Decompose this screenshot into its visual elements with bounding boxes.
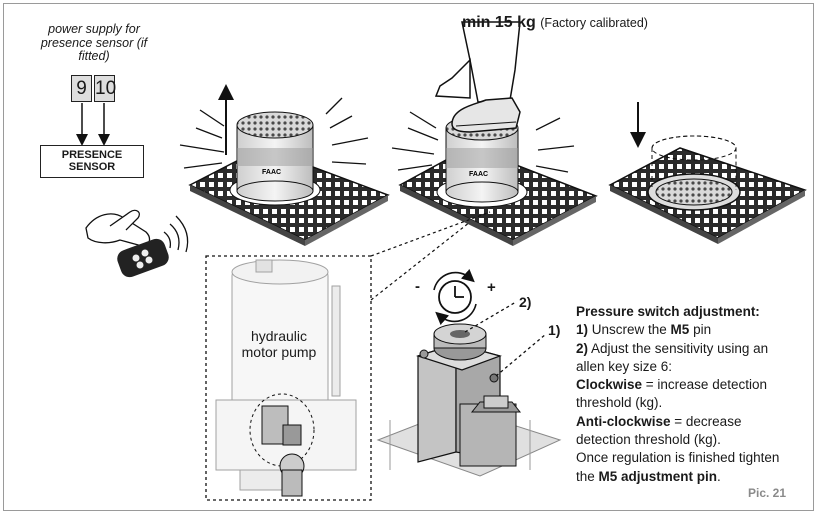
pump-detail-box [205,255,372,501]
callout-2: 2) [519,294,532,310]
min-weight-label: min 15 kg (Factory calibrated) [462,14,648,32]
bollard-with-foot: FAAC [391,21,598,246]
clockwise-text-a: = increase detection [642,377,767,393]
final-text-pre: the [576,468,599,484]
step1-bold: M5 [670,322,690,338]
bollard-raised: FAAC [179,84,390,246]
brand-logo-1: FAAC [262,169,281,176]
terminal-10: 10 [94,75,116,102]
sensor-line1: PRESENCE [61,149,123,161]
terminal-9: 9 [71,75,92,102]
power-supply-label: power supply for presence sensor (if fit… [40,22,148,63]
instructions-title: Pressure switch adjustment: [576,304,760,319]
presence-sensor-box: PRESENCE SENSOR [40,145,144,178]
sensor-line2: SENSOR [68,161,116,173]
terminal-arrows [76,103,110,146]
anticlockwise-text-a: = decrease [670,413,742,429]
anticlockwise-label: Anti-clockwise [576,413,671,429]
hand-remote [85,209,189,278]
callout-lines [464,301,547,377]
step2-text-a: Adjust the sensitivity using an [588,340,769,356]
factory-calibrated-note: (Factory calibrated) [540,16,648,30]
step1-end: pin [689,322,712,338]
picture-number: Pic. 21 [748,486,787,500]
final-text-a: Once regulation is finished tighten [576,450,780,466]
pump-label: hydraulic motor pump [241,328,317,360]
rotation-clock-icon [433,268,477,326]
step1-number: 1) [576,322,589,338]
minus-sign: - [415,278,420,295]
anticlockwise-text-b: detection threshold (kg). [576,432,721,448]
final-text-bold: M5 adjustment pin [598,468,718,484]
min-weight-value: min 15 kg [462,14,536,31]
bollard-lowered [608,102,807,244]
step2-number: 2) [576,340,589,356]
adjustment-instructions: Pressure switch adjustment: 1) Unscrew t… [576,303,806,486]
plus-sign: + [487,279,496,296]
step2-text-b: allen key size 6: [576,358,673,374]
clockwise-label: Clockwise [576,377,643,393]
clockwise-text-b: threshold (kg). [576,395,663,411]
callout-1: 1) [548,322,561,338]
pump-valve [261,405,305,497]
final-text-end: . [717,468,721,484]
step1-text: Unscrew the [588,322,671,338]
brand-logo-2: FAAC [469,171,488,178]
figure-frame [3,3,814,511]
pressure-switch [376,323,562,477]
